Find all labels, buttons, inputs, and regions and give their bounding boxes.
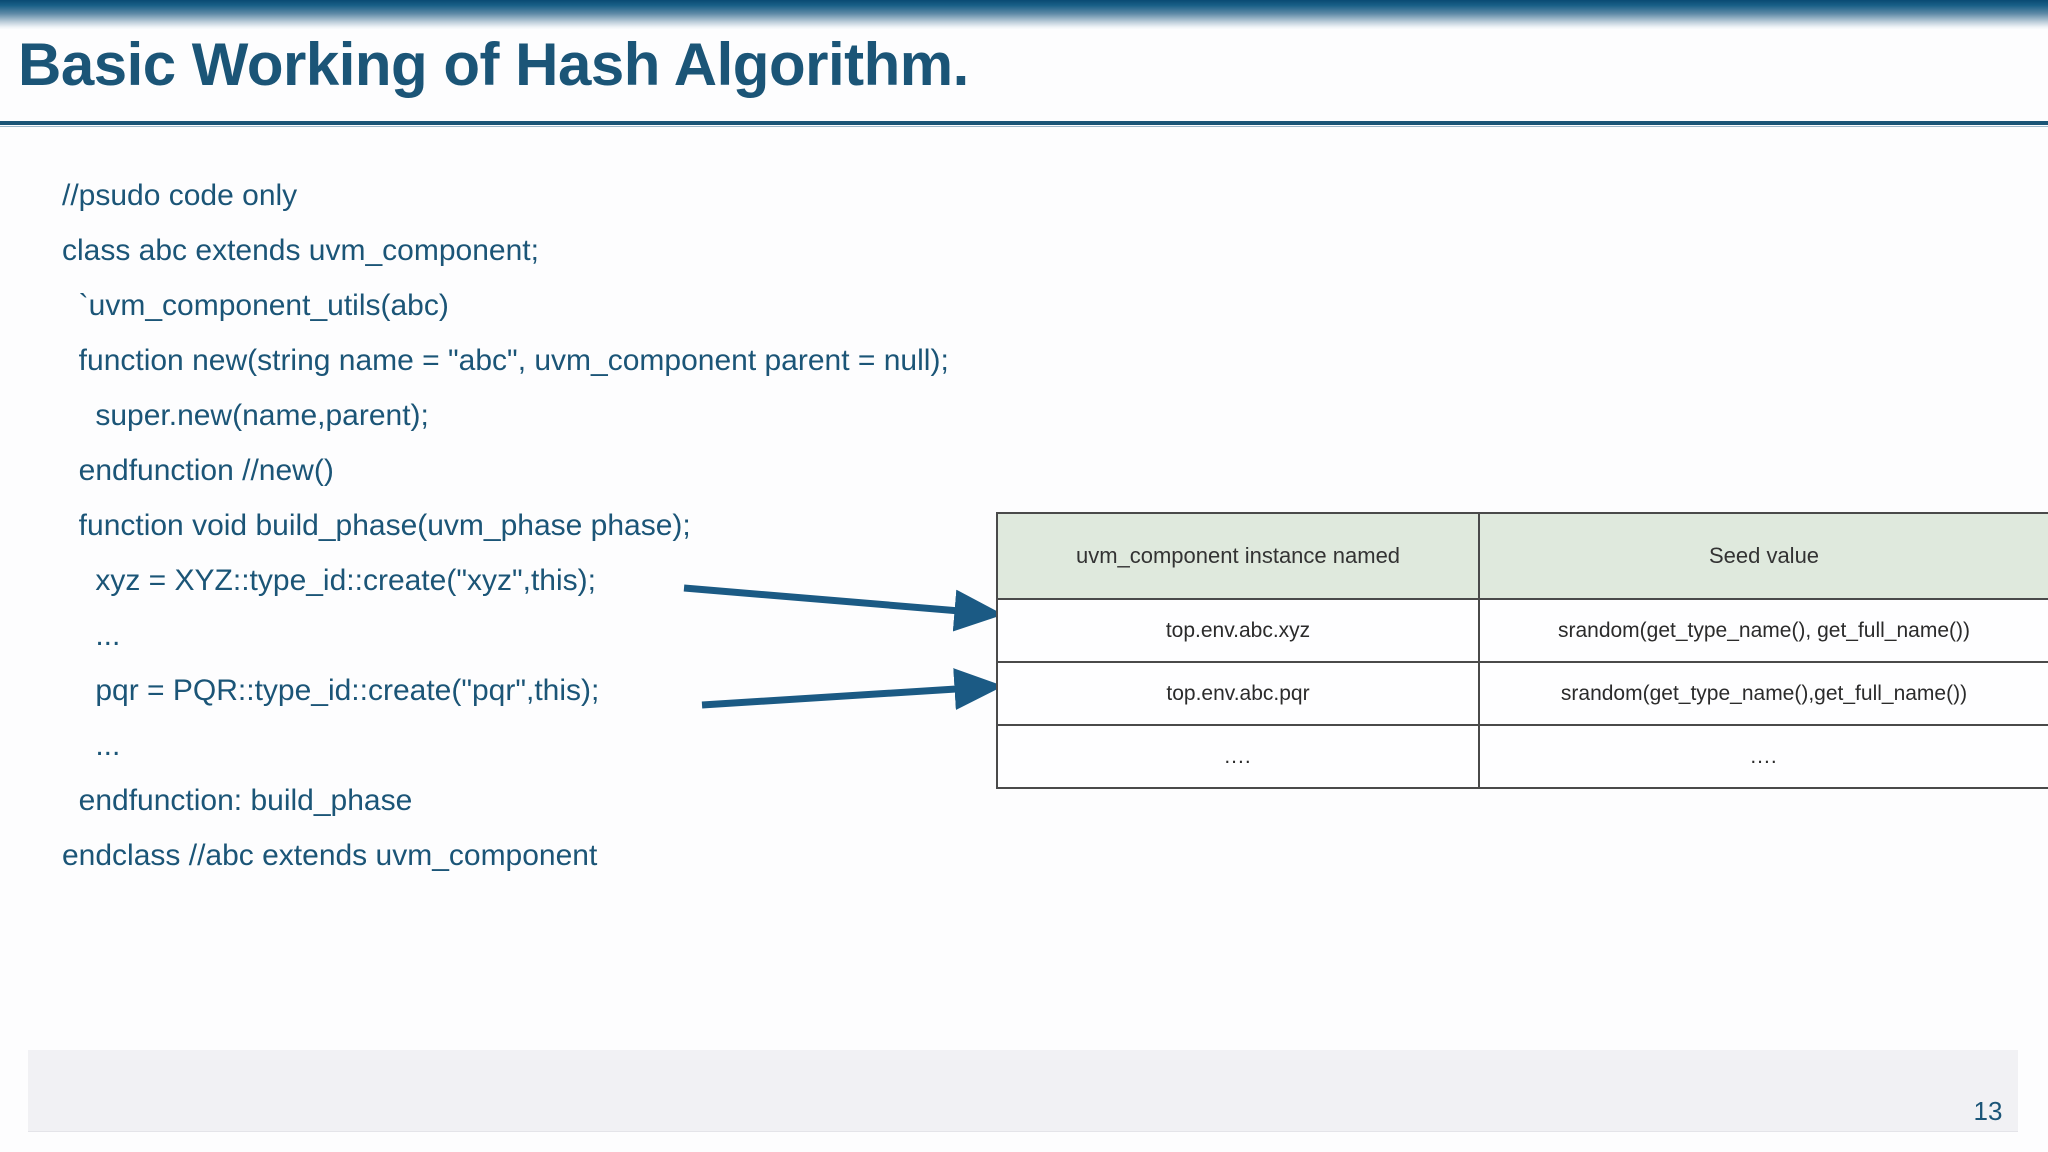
pseudocode-block: //psudo code only class abc extends uvm_… (62, 168, 1242, 883)
table-cell-seed: srandom(get_type_name(),get_full_name()) (1478, 661, 2048, 726)
code-line: endfunction: build_phase (62, 784, 413, 817)
code-line: //psudo code only (62, 179, 298, 212)
code-line: function void build_phase(uvm_phase phas… (62, 509, 691, 542)
table-row: .... .... (996, 724, 2048, 789)
table-row: top.env.abc.xyz srandom(get_type_name(),… (996, 598, 2048, 663)
page-title: Basic Working of Hash Algorithm. (18, 30, 969, 98)
code-line: ... (62, 729, 121, 762)
table-cell-seed: srandom(get_type_name(), get_full_name()… (1478, 598, 2048, 663)
table-cell-instance: top.env.abc.xyz (996, 598, 1480, 663)
footer-bar (28, 1050, 2018, 1132)
table-cell-seed: .... (1478, 724, 2048, 789)
page-number: 13 (1973, 1096, 2003, 1126)
code-line: class abc extends uvm_component; (62, 234, 539, 267)
code-line: function new(string name = "abc", uvm_co… (62, 344, 949, 377)
header-gradient-band (0, 0, 2048, 30)
table-header-seed-value: Seed value (1478, 512, 2048, 600)
table-header-row: uvm_component instance named Seed value (996, 512, 2048, 600)
title-divider-secondary (0, 126, 2048, 127)
code-line: ... (62, 619, 121, 652)
code-line: endclass //abc extends uvm_component (62, 839, 598, 872)
table-row: top.env.abc.pqr srandom(get_type_name(),… (996, 661, 2048, 726)
title-divider (0, 121, 2048, 125)
code-line: `uvm_component_utils(abc) (62, 289, 449, 322)
table-cell-instance: top.env.abc.pqr (996, 661, 1480, 726)
code-line: super.new(name,parent); (62, 399, 429, 432)
code-line: endfunction //new() (62, 454, 334, 487)
table-header-instance-named: uvm_component instance named (996, 512, 1480, 600)
code-line: pqr = PQR::type_id::create("pqr",this); (62, 674, 600, 707)
code-line: xyz = XYZ::type_id::create("xyz",this); (62, 564, 596, 597)
seed-value-table: uvm_component instance named Seed value … (996, 512, 2048, 789)
table-cell-instance: .... (996, 724, 1480, 789)
